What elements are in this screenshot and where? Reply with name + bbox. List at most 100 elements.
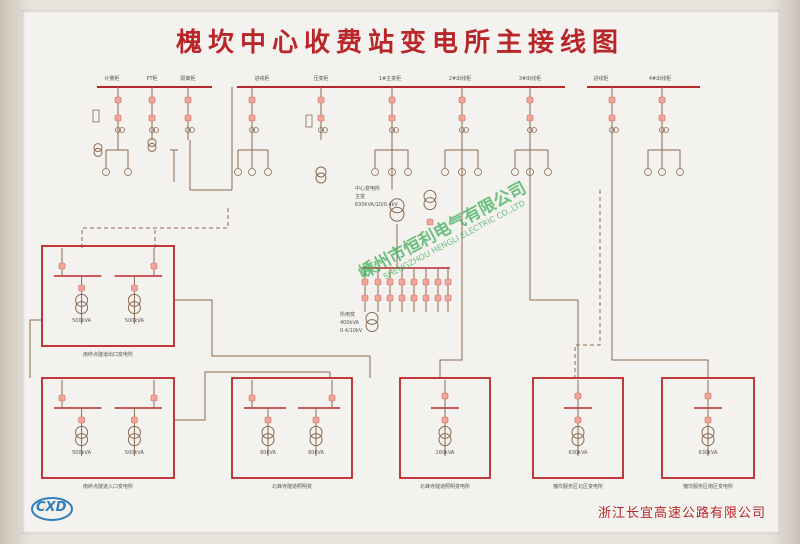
substation-box-4 [399, 377, 491, 479]
current-transformer [527, 127, 533, 133]
indicator-lamp [388, 96, 396, 104]
substation-name-5: 槐坎服务区北区变电所 [553, 483, 603, 490]
substation-boxes [41, 245, 755, 479]
diagram-board [22, 10, 780, 534]
transformer-winding [147, 138, 157, 148]
transformer-winding [75, 301, 89, 315]
indicator-lamp [434, 278, 442, 286]
indicator-lamp [441, 392, 449, 400]
current-transformer [609, 127, 615, 133]
indicator-lamp [312, 416, 320, 424]
sub-rating: 80kVA [308, 450, 324, 456]
indicator-lamp [264, 416, 272, 424]
company-name: 浙江长宜高速公路有限公司 [597, 506, 766, 521]
transformer-winding [423, 197, 437, 211]
substation-name-6: 槐坎服务区南区变电所 [683, 483, 733, 490]
transformer-winding [571, 433, 585, 447]
transformer-winding [75, 293, 89, 307]
wire [189, 140, 232, 191]
current-transformer [115, 127, 121, 133]
aux-tx-ratio: 0.4/10kV [340, 328, 363, 334]
indicator-lamp [526, 114, 534, 122]
load-terminal [234, 168, 242, 176]
load-terminal [441, 168, 449, 176]
load-terminal [264, 168, 272, 176]
indicator-lamps [58, 96, 712, 424]
load-terminal [371, 168, 379, 176]
load-terminal [511, 168, 519, 176]
feeder-label-4: 进线柜 [254, 75, 269, 82]
sub-rating: 160kVA [436, 450, 456, 456]
transformer-winding [365, 319, 379, 333]
transformer-winding [75, 433, 89, 447]
transformer-winding [438, 433, 452, 447]
indicator-lamp [148, 114, 156, 122]
indicator-lamp [388, 114, 396, 122]
transformer-winding [309, 433, 323, 447]
indicator-lamp [422, 278, 430, 286]
transformer-winding [389, 206, 405, 222]
substation-name-1: 南终点隧道出口变电所 [83, 351, 133, 358]
current-transformer [613, 127, 619, 133]
transformer-winding [75, 425, 89, 439]
feeder-label-2: PT柜 [146, 75, 157, 82]
indicator-lamp [658, 114, 666, 122]
current-transformer [322, 127, 328, 133]
sub-rating: 80kVA [260, 450, 276, 456]
indicator-lamp [386, 294, 394, 302]
bus-bars [54, 86, 722, 409]
current-transformer [463, 127, 469, 133]
current-transformer [393, 127, 399, 133]
indicator-lamp [410, 294, 418, 302]
feeder-label-7: 2#出线柜 [449, 75, 471, 82]
sub-rating: 500kVA [125, 318, 145, 324]
cable-route [81, 208, 229, 248]
indicator-lamp [658, 96, 666, 104]
indicator-lamp [78, 416, 85, 424]
indicator-lamp [58, 394, 66, 402]
transformer-winding [365, 311, 379, 325]
feeder-label-3: 隔离柜 [180, 75, 195, 82]
indicator-lamp [184, 114, 192, 122]
load-terminal [676, 168, 684, 176]
current-transformer [389, 127, 395, 133]
indicator-lamp [444, 278, 452, 286]
current-transformer [253, 127, 259, 133]
current-transformer [189, 127, 195, 133]
substation-box-2 [41, 377, 175, 479]
cable-route [574, 190, 601, 378]
substation-name-3: 北峰寺隧道照明变 [272, 483, 312, 490]
load-terminal [474, 168, 482, 176]
transformer-winding [93, 147, 103, 157]
indicator-lamp [426, 218, 434, 226]
load-terminal [124, 168, 132, 176]
current-transformer [318, 127, 324, 133]
indicator-lamp [317, 96, 325, 104]
indicator-lamp [444, 294, 452, 302]
indicator-lamp [398, 294, 406, 302]
load-terminal [248, 168, 256, 176]
current-transformer [149, 127, 155, 133]
indicator-lamp [328, 394, 336, 402]
indicator-lamp [526, 96, 534, 104]
indicator-lamp [150, 394, 158, 402]
indicator-lamp [374, 294, 382, 302]
transformer-winding [93, 143, 103, 153]
substation-box-1 [41, 245, 175, 347]
transformer-winding [315, 172, 327, 184]
feeder-label-6: 1#主变柜 [379, 75, 401, 82]
indicator-lamp [248, 394, 256, 402]
transformer-winding [423, 189, 437, 203]
load-terminal [404, 168, 412, 176]
indicator-lamp [410, 278, 418, 286]
company-logo [31, 497, 73, 521]
transformer-winding [315, 166, 327, 178]
indicator-lamp [78, 284, 85, 292]
transformer-winding [309, 425, 323, 439]
sub-rating: 500kVA [72, 318, 92, 324]
fuse [305, 114, 313, 128]
sub-rating: 500kVA [125, 450, 145, 456]
current-transformer [119, 127, 125, 133]
indicator-lamp [58, 262, 66, 270]
